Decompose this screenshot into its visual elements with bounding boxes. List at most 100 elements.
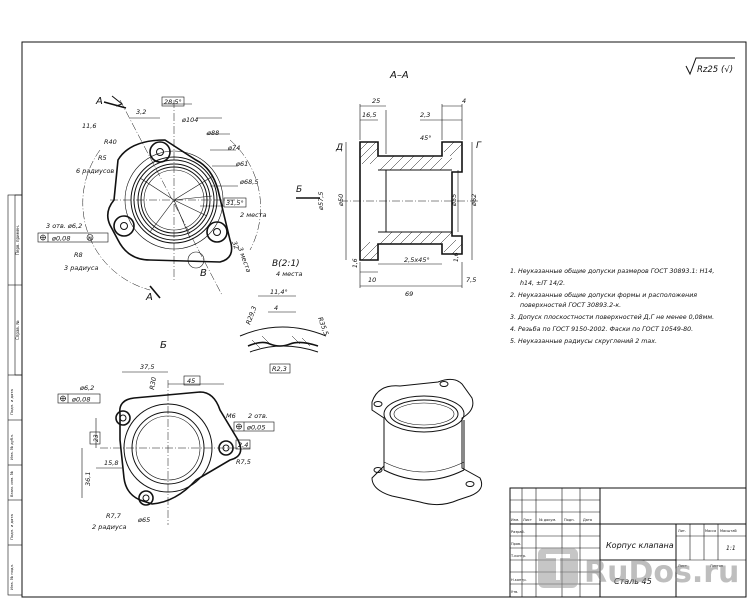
- tb-sheet: Лист: [678, 564, 687, 568]
- detail-v-subtitle: 4 места: [276, 270, 302, 278]
- dim-r5-note: 6 радиусов: [76, 167, 114, 175]
- tb-row-utv: Утв.: [511, 590, 518, 594]
- vb-dim-45: 45: [187, 377, 195, 385]
- watermark: RuDos.ru: [538, 548, 739, 590]
- view-b: Б ø6,2 ø0,08 37,5 R30 45 M6 2: [57, 340, 275, 531]
- strip-inv-podl: Инв. № подл.: [9, 564, 14, 590]
- tb-masshtab: Масштаб: [720, 529, 737, 533]
- dim-r8: R8: [74, 251, 83, 259]
- note-line-7: 5. Неуказанные радиусы скруглений 2 max.: [510, 338, 657, 345]
- strip-sprav: Справ. №: [15, 321, 20, 340]
- aa-dim-7-5: 7,5: [466, 276, 476, 284]
- vb-dim-r7-7-note: 2 радиуса: [92, 523, 126, 531]
- vb-m6: M6: [226, 412, 236, 420]
- roughness-mark: Rz25 (√): [685, 57, 735, 76]
- aa-dim-1-6a: 1,6: [352, 258, 359, 268]
- tb-row-razrab: Разраб.: [511, 530, 525, 534]
- section-aa: А–А: [296, 70, 482, 298]
- dim-31-5deg: 31,5°: [226, 199, 244, 207]
- tb-row-nkontr: Н.контр.: [511, 578, 527, 582]
- technical-notes: 1. Неуказанные общие допуски размеров ГО…: [510, 267, 714, 345]
- tb-col-doc: № докум.: [539, 518, 556, 522]
- roughness-paren: (√): [721, 65, 733, 75]
- strip-podp-date-2: Подп. и дата: [9, 514, 14, 540]
- dim-d104: ø104: [181, 116, 198, 124]
- aa-dim-4: 4: [462, 97, 466, 105]
- tb-col-date: Дата: [583, 518, 592, 522]
- strip-podp-date-1: Подп. и дата: [9, 389, 14, 415]
- aa-label-g: Г: [476, 141, 482, 151]
- tb-mass: Масса: [705, 529, 716, 533]
- ear-right: [206, 221, 228, 243]
- note-line-6: 4. Резьба по ГОСТ 9150-2002. Фаски по ГО…: [510, 325, 693, 333]
- strip-vzam-inv: Взам. инв. №: [9, 471, 14, 497]
- tb-row-prov: Пров.: [511, 542, 521, 546]
- tol-frame-b2: ø0,05: [233, 421, 275, 432]
- cut-a-top-label: А: [95, 96, 103, 107]
- detail-v-dim-4: 4: [274, 304, 278, 312]
- dim-r8-note: 3 радиуса: [64, 264, 98, 272]
- view-b-title: Б: [160, 340, 167, 351]
- dim-2-places: 2 места: [240, 211, 266, 219]
- vb-dim-37-5: 37,5: [140, 363, 154, 371]
- note-line-2: h14, ±IT 14/2.: [520, 280, 565, 287]
- dim-3-2: 3,2: [136, 108, 146, 116]
- detail-v-dim-11-4: 11,4°: [270, 288, 288, 296]
- aa-dim-2-5x45: 2,5x45°: [404, 256, 430, 264]
- vb-tol2: ø0,05: [246, 424, 265, 432]
- aa-dim-2-3: 2,3: [420, 111, 430, 119]
- vb-dim-15-8: 15,8: [104, 459, 118, 467]
- section-aa-title: А–А: [389, 70, 409, 81]
- strip-inv-dubl: Инв. № дубл.: [9, 434, 14, 460]
- aa-dim-69: 69: [405, 290, 413, 298]
- dim-32: 32: [230, 240, 240, 251]
- vb-m6-note: 2 отв.: [248, 412, 268, 420]
- flange-outline: [106, 139, 233, 263]
- note-line-5: 3. Допуск плоскостности поверхностей Д,Г…: [510, 314, 714, 321]
- view-b-outline: [118, 391, 242, 505]
- vb-tol: ø0,08: [71, 396, 90, 404]
- aa-label-d: Д: [335, 143, 343, 153]
- section-outline: [359, 141, 463, 261]
- tol-frame-top: ø0,08 M: [37, 232, 109, 243]
- dim-d61: ø61: [235, 160, 248, 168]
- tb-part-name: Корпус клапана: [606, 541, 674, 550]
- vb-dim-2-4: 2,4: [238, 441, 248, 449]
- dim-28-5deg: 28,5°: [164, 98, 182, 106]
- watermark-text: RuDos.ru: [584, 555, 739, 590]
- tb-material: Сталь 45: [614, 577, 652, 586]
- vb-dim-r30: R30: [148, 376, 158, 390]
- hatch-upper: [359, 141, 463, 171]
- aa-dim-d55: ø55: [450, 194, 458, 207]
- aa-dim-16-5: 16,5: [362, 111, 376, 119]
- dim-d68-5: ø68,5: [239, 178, 258, 186]
- detail-v: В(2:1) 4 места 11,4° 4 R29,3 R35,5 R2,3: [239, 259, 330, 374]
- tb-row-tkontr: Т.контр.: [510, 554, 526, 558]
- tb-col-izm: Изм.: [511, 518, 519, 522]
- dim-d88: ø88: [206, 129, 219, 137]
- dim-d74: ø74: [227, 144, 240, 152]
- cut-v-label: В: [200, 268, 207, 279]
- left-strip: Перв. примен. Справ. № Подп. и дата Инв.…: [7, 194, 23, 596]
- note-line-4: поверхностей ГОСТ 30893.2-к.: [520, 302, 621, 309]
- detail-v-r29-3: R29,3: [244, 305, 258, 326]
- vb-dim-d6-2: ø6,2: [79, 384, 94, 392]
- isometric-view: [371, 378, 483, 506]
- tol-top-value: ø0,08: [51, 235, 70, 243]
- dim-11-6: 11,6: [82, 122, 96, 130]
- tb-sheets: Листов: [710, 564, 723, 568]
- tb-scale: 1:1: [726, 545, 736, 552]
- vb-dim-r7-7: R7,7: [106, 512, 122, 520]
- note-line-3: 2. Неуказанные общие допуски формы и рас…: [510, 291, 697, 299]
- tol-frame-b: ø0,08: [57, 393, 101, 404]
- aa-dim-d57-5: ø57,5: [317, 192, 325, 211]
- vb-dim-d65: ø65: [137, 516, 150, 524]
- top-view: А А В 3,2 28,5° 11,6 ø104 R40 ø88 R5 6 р…: [37, 95, 266, 303]
- dim-r40: R40: [104, 138, 117, 146]
- vb-dim-23: 23: [93, 434, 100, 442]
- cut-a-bottom-label: А: [145, 292, 153, 303]
- dim-3-holes: 3 отв. ø6,2: [46, 222, 82, 230]
- roughness-value: Rz25: [697, 65, 718, 75]
- detail-v-r2-3: R2,3: [272, 365, 287, 373]
- aa-dim-d50: ø50: [337, 194, 345, 207]
